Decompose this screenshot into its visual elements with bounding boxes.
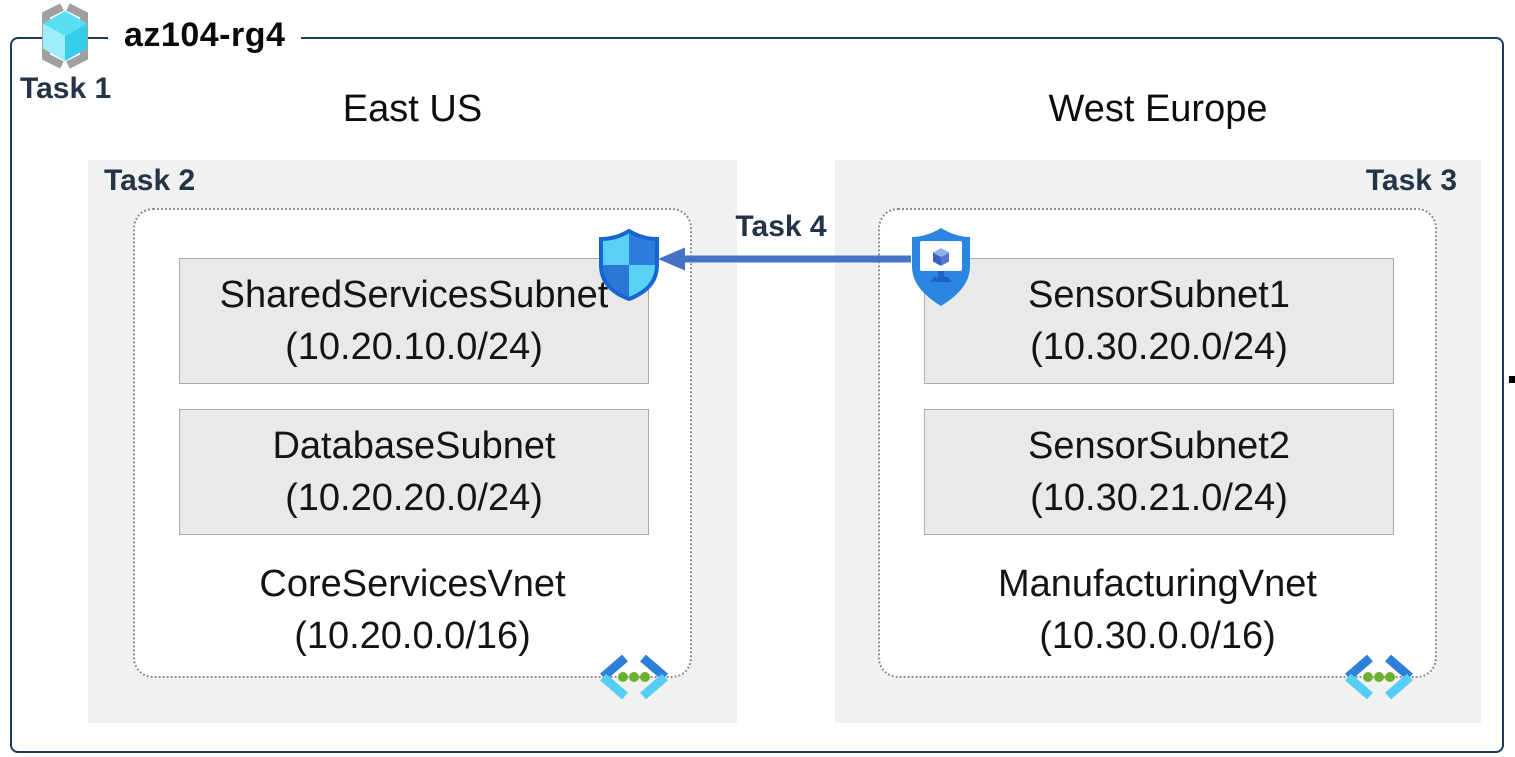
vnet-label-manufacturing: ManufacturingVnet (10.30.0.0/16) <box>880 558 1435 662</box>
vnet-boundary-manufacturing: SensorSubnet1 (10.30.20.0/24) SensorSubn… <box>878 208 1437 678</box>
network-security-group-shield-icon <box>599 229 659 301</box>
region-label-east-us: East US <box>342 88 483 130</box>
vnet-cidr: (10.30.0.0/16) <box>1039 615 1276 657</box>
region-label-west-europe: West Europe <box>1048 88 1268 130</box>
resource-group-boundary <box>10 37 1504 753</box>
vnet-name: ManufacturingVnet <box>998 563 1317 605</box>
subnet-cidr: (10.20.20.0/24) <box>285 477 543 519</box>
vnet-cidr: (10.20.0.0/16) <box>294 615 531 657</box>
task-2-label: Task 2 <box>104 164 196 197</box>
vnet-name: CoreServicesVnet <box>259 563 566 605</box>
subnet-name: SensorSubnet1 <box>1028 274 1290 316</box>
subnet-box-sharedservices: SharedServicesSubnet (10.20.10.0/24) <box>179 258 649 384</box>
subnet-name: SharedServicesSubnet <box>219 274 609 316</box>
peering-arrow <box>658 247 911 271</box>
subnet-box-sensor1: SensorSubnet1 (10.30.20.0/24) <box>924 258 1394 384</box>
task-1-label: Task 1 <box>20 72 112 105</box>
task-4-label: Task 4 <box>735 210 827 243</box>
subnet-name: SensorSubnet2 <box>1028 425 1290 467</box>
subnet-name: DatabaseSubnet <box>272 425 556 467</box>
edge-artifact-mark <box>1509 376 1515 383</box>
vnet-boundary-coreservices: SharedServicesSubnet (10.20.10.0/24) Dat… <box>133 208 692 678</box>
subnet-box-database: DatabaseSubnet (10.20.20.0/24) <box>179 409 649 535</box>
resource-group-name: az104-rg4 <box>108 16 302 55</box>
shield-monitor-icon <box>912 228 970 306</box>
vnet-label-coreservices: CoreServicesVnet (10.20.0.0/16) <box>135 558 690 662</box>
virtual-network-icon <box>1345 654 1413 700</box>
virtual-network-icon <box>600 654 668 700</box>
subnet-cidr: (10.20.10.0/24) <box>285 326 543 368</box>
resource-group-icon <box>42 3 88 69</box>
subnet-box-sensor2: SensorSubnet2 (10.30.21.0/24) <box>924 409 1394 535</box>
subnet-cidr: (10.30.20.0/24) <box>1030 326 1288 368</box>
task-3-label: Task 3 <box>1365 164 1457 197</box>
subnet-cidr: (10.30.21.0/24) <box>1030 477 1288 519</box>
